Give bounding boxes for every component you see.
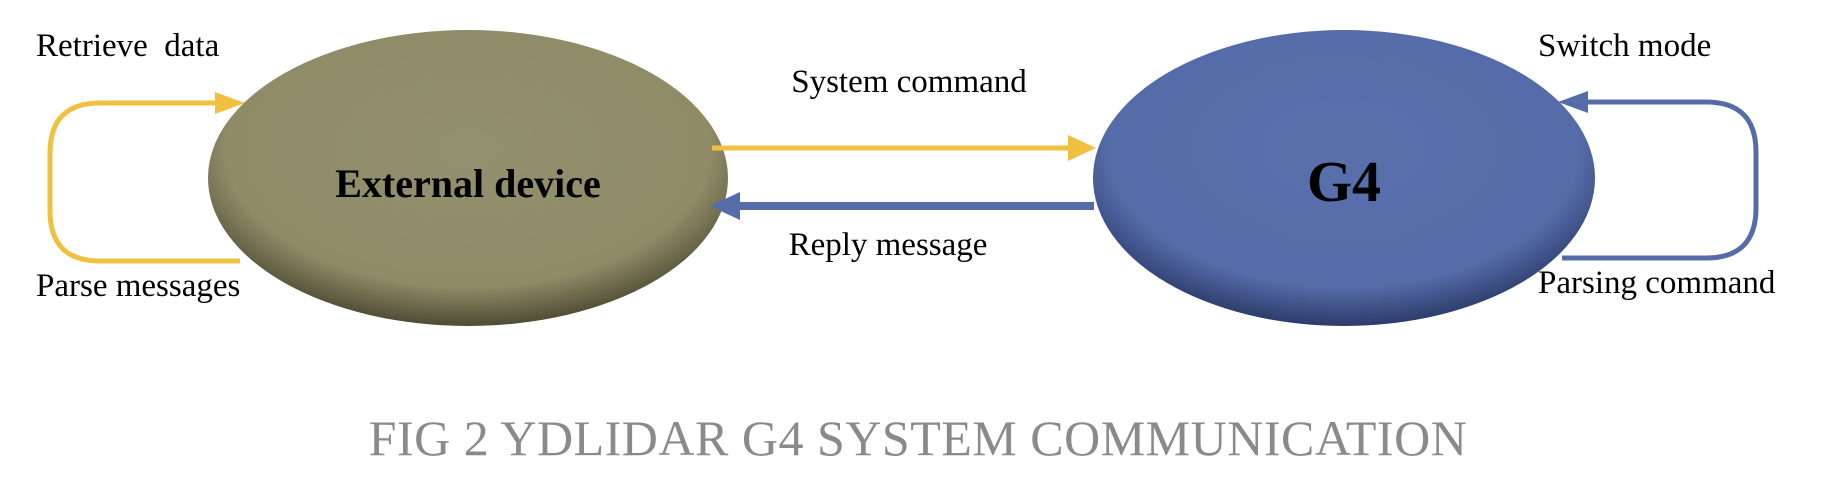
parsing-command-label: Parsing command [1538, 265, 1776, 301]
reply-message-arrowhead [710, 192, 740, 220]
figure-caption: FIG 2 YDLIDAR G4 SYSTEM COMMUNICATION [369, 410, 1468, 466]
g4-loop-arrowhead [1558, 91, 1588, 113]
system-command-label: System command [791, 64, 1027, 100]
parse-messages-label: Parse messages [36, 268, 240, 304]
g4-loop-path [1562, 99, 1759, 261]
g4-title: G4 [1307, 149, 1381, 214]
switch-mode-label: Switch mode [1538, 28, 1711, 64]
external-device-title: External device [335, 161, 601, 206]
external-device-node [208, 30, 728, 326]
g4-node [1093, 30, 1595, 326]
external-loop-arrowhead [215, 92, 245, 114]
reply-message-label: Reply message [789, 227, 988, 263]
external-loop-path [47, 100, 240, 264]
retrieve-data-label: Retrieve data [36, 28, 220, 64]
system-command-arrowhead [1068, 135, 1096, 161]
